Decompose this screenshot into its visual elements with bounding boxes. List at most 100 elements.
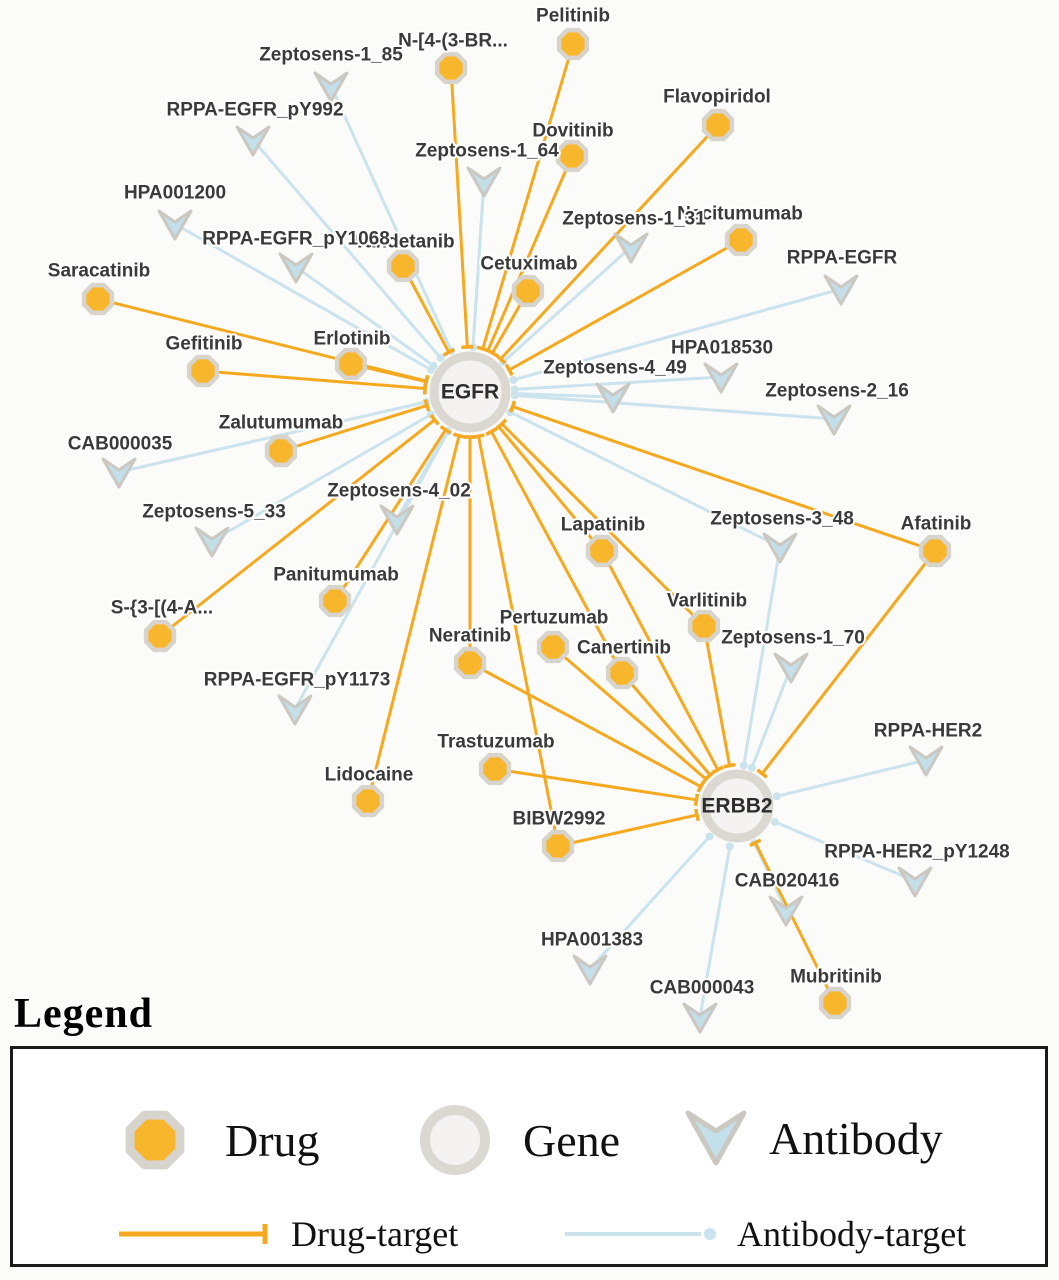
antibody-node-cab000035[interactable] bbox=[101, 457, 137, 489]
antibody-edge-dot bbox=[770, 817, 779, 826]
drug-node-zalutumumab[interactable] bbox=[264, 434, 298, 468]
node-label: Zeptosens-1_64 bbox=[415, 141, 559, 162]
drug-edge-tee bbox=[749, 838, 762, 847]
drug-node-erlotinib[interactable] bbox=[334, 347, 368, 381]
antibody-target-edge-rppa-egfr-egfr bbox=[512, 287, 842, 382]
drug-edge-tee bbox=[700, 773, 712, 785]
antibody-node-zeptosens-1-85[interactable] bbox=[313, 71, 349, 103]
antibody-chevron-icon bbox=[703, 362, 739, 394]
legend-drug-label: Drug bbox=[225, 1114, 320, 1166]
drug-node-afatinib[interactable] bbox=[918, 534, 952, 568]
drug-octagon-icon bbox=[555, 139, 589, 173]
drug-edge-tee bbox=[495, 353, 507, 365]
antibody-node-hpa018530[interactable] bbox=[703, 362, 739, 394]
antibody-chevron-icon bbox=[277, 694, 313, 726]
antibody-node-zeptosens-1-64[interactable] bbox=[466, 166, 502, 198]
drug-octagon-icon bbox=[511, 274, 545, 308]
antibody-node-hpa001383[interactable] bbox=[572, 954, 608, 986]
node-label: CAB000043 bbox=[650, 978, 755, 999]
drug-target-edge-flavopiridol-egfr bbox=[499, 123, 720, 361]
drug-node-s-3-4-a[interactable] bbox=[143, 619, 177, 653]
antibody-node-zeptosens-3-48[interactable] bbox=[762, 532, 798, 564]
gene-node-erbb2[interactable]: ERBB2 bbox=[700, 769, 774, 843]
antibody-chevron-icon bbox=[235, 125, 271, 157]
node-label: Zalutumumab bbox=[219, 413, 344, 434]
node-label: Canertinib bbox=[577, 638, 671, 659]
drug-node-flavopiridol[interactable] bbox=[701, 108, 735, 142]
drug-octagon-icon bbox=[334, 347, 368, 381]
antibody-node-zeptosens-5-33[interactable] bbox=[194, 526, 230, 558]
drug-edge-tee bbox=[508, 400, 517, 413]
antibody-chevron-icon bbox=[466, 166, 502, 198]
antibody-node-cab000043[interactable] bbox=[682, 1002, 718, 1034]
gene-circle-icon bbox=[429, 351, 511, 433]
antibody-target-edge-rppa-her2-erbb2 bbox=[776, 758, 927, 798]
antibody-node-rppa-egfr-py1068[interactable] bbox=[278, 252, 314, 284]
drug-node-necitumumab[interactable] bbox=[724, 223, 758, 257]
drug-edge-tee bbox=[452, 432, 466, 439]
antibody-target-edge-zeptosens-5-33-egfr bbox=[211, 413, 432, 543]
drug-octagon-icon bbox=[351, 784, 385, 818]
drug-node-cetuximab[interactable] bbox=[511, 274, 545, 308]
node-label: HPA001383 bbox=[541, 930, 643, 951]
drug-octagon-icon bbox=[264, 434, 298, 468]
antibody-target-edge-zeptosens-3-48-egfr bbox=[509, 410, 781, 549]
antibody-node-zeptosens-4-49[interactable] bbox=[595, 382, 631, 414]
antibody-node-zeptosens-4-02[interactable] bbox=[379, 504, 415, 536]
drug-octagon-icon bbox=[536, 630, 570, 664]
drug-node-trastuzumab[interactable] bbox=[478, 752, 512, 786]
drug-octagon-icon bbox=[585, 534, 619, 568]
antibody-node-zeptosens-1-70[interactable] bbox=[773, 652, 809, 684]
node-label: RPPA-HER2_pY1248 bbox=[824, 842, 1010, 863]
antibody-node-zeptosens-2-16[interactable] bbox=[816, 404, 852, 436]
drug-octagon-icon bbox=[556, 27, 590, 61]
antibody-node-rppa-her2[interactable] bbox=[908, 745, 944, 777]
drug-octagon-icon bbox=[478, 752, 512, 786]
antibody-node-rppa-egfr[interactable] bbox=[823, 274, 859, 306]
drug-node-dovitinib[interactable] bbox=[555, 139, 589, 173]
drug-target-edge-varlitinib-erbb2 bbox=[702, 625, 732, 766]
drug-target-edge-gefitinib-egfr bbox=[202, 369, 426, 390]
drug-node-vandetanib[interactable] bbox=[386, 249, 420, 283]
drug-node-lidocaine[interactable] bbox=[351, 784, 385, 818]
node-label: Necitumumab bbox=[677, 204, 803, 225]
antibody-node-cab020416[interactable] bbox=[768, 895, 804, 927]
drug-node-gefitinib[interactable] bbox=[186, 354, 220, 388]
antibody-edge-dot bbox=[429, 361, 438, 370]
antibody-node-hpa001200[interactable] bbox=[157, 209, 193, 241]
node-label: Lapatinib bbox=[561, 515, 645, 536]
drug-node-varlitinib[interactable] bbox=[687, 609, 721, 643]
drug-node-lapatinib[interactable] bbox=[585, 534, 619, 568]
drug-node-canertinib[interactable] bbox=[605, 656, 639, 690]
drug-node-pelitinib[interactable] bbox=[556, 27, 590, 61]
drug-node-bibw2992[interactable] bbox=[541, 829, 575, 863]
drug-edge-tee bbox=[461, 344, 474, 350]
antibody-chevron-icon bbox=[194, 526, 230, 558]
node-label: RPPA-HER2 bbox=[874, 721, 982, 742]
drug-edge-tee bbox=[756, 768, 768, 779]
drug-octagon-icon bbox=[143, 619, 177, 653]
drug-octagon-icon bbox=[453, 646, 487, 680]
drug-target-edge-dovitinib-egfr bbox=[486, 155, 574, 352]
antibody-node-rppa-her2-py1248[interactable] bbox=[897, 866, 933, 898]
node-label: Zeptosens-4_02 bbox=[327, 481, 471, 502]
node-label: Pertuzumab bbox=[500, 608, 609, 629]
antibody-chevron-icon bbox=[682, 1002, 718, 1034]
drug-node-mubritinib[interactable] bbox=[818, 986, 852, 1020]
drug-node-panitumumab[interactable] bbox=[318, 584, 352, 618]
drug-edge-tee bbox=[693, 808, 701, 822]
legend-antibody-target-label: Antibody-target bbox=[737, 1214, 967, 1254]
drug-target-edge-lapatinib-egfr bbox=[497, 425, 604, 552]
drug-node-pertuzumab[interactable] bbox=[536, 630, 570, 664]
gene-node-egfr[interactable]: EGFR bbox=[429, 351, 511, 433]
drug-target-edge-zalutumumab-egfr bbox=[280, 403, 428, 453]
antibody-edge-dot bbox=[436, 353, 445, 362]
drug-node-n-4-3-br[interactable] bbox=[434, 51, 468, 85]
drug-node-neratinib[interactable] bbox=[453, 646, 487, 680]
antibody-target-edge-zeptosens-1-31-egfr bbox=[502, 245, 633, 363]
drug-node-saracatinib[interactable] bbox=[81, 282, 115, 316]
antibody-node-rppa-egfr-py1173[interactable] bbox=[277, 694, 313, 726]
antibody-node-zeptosens-1-31[interactable] bbox=[613, 232, 649, 264]
antibody-node-rppa-egfr-py992[interactable] bbox=[235, 125, 271, 157]
